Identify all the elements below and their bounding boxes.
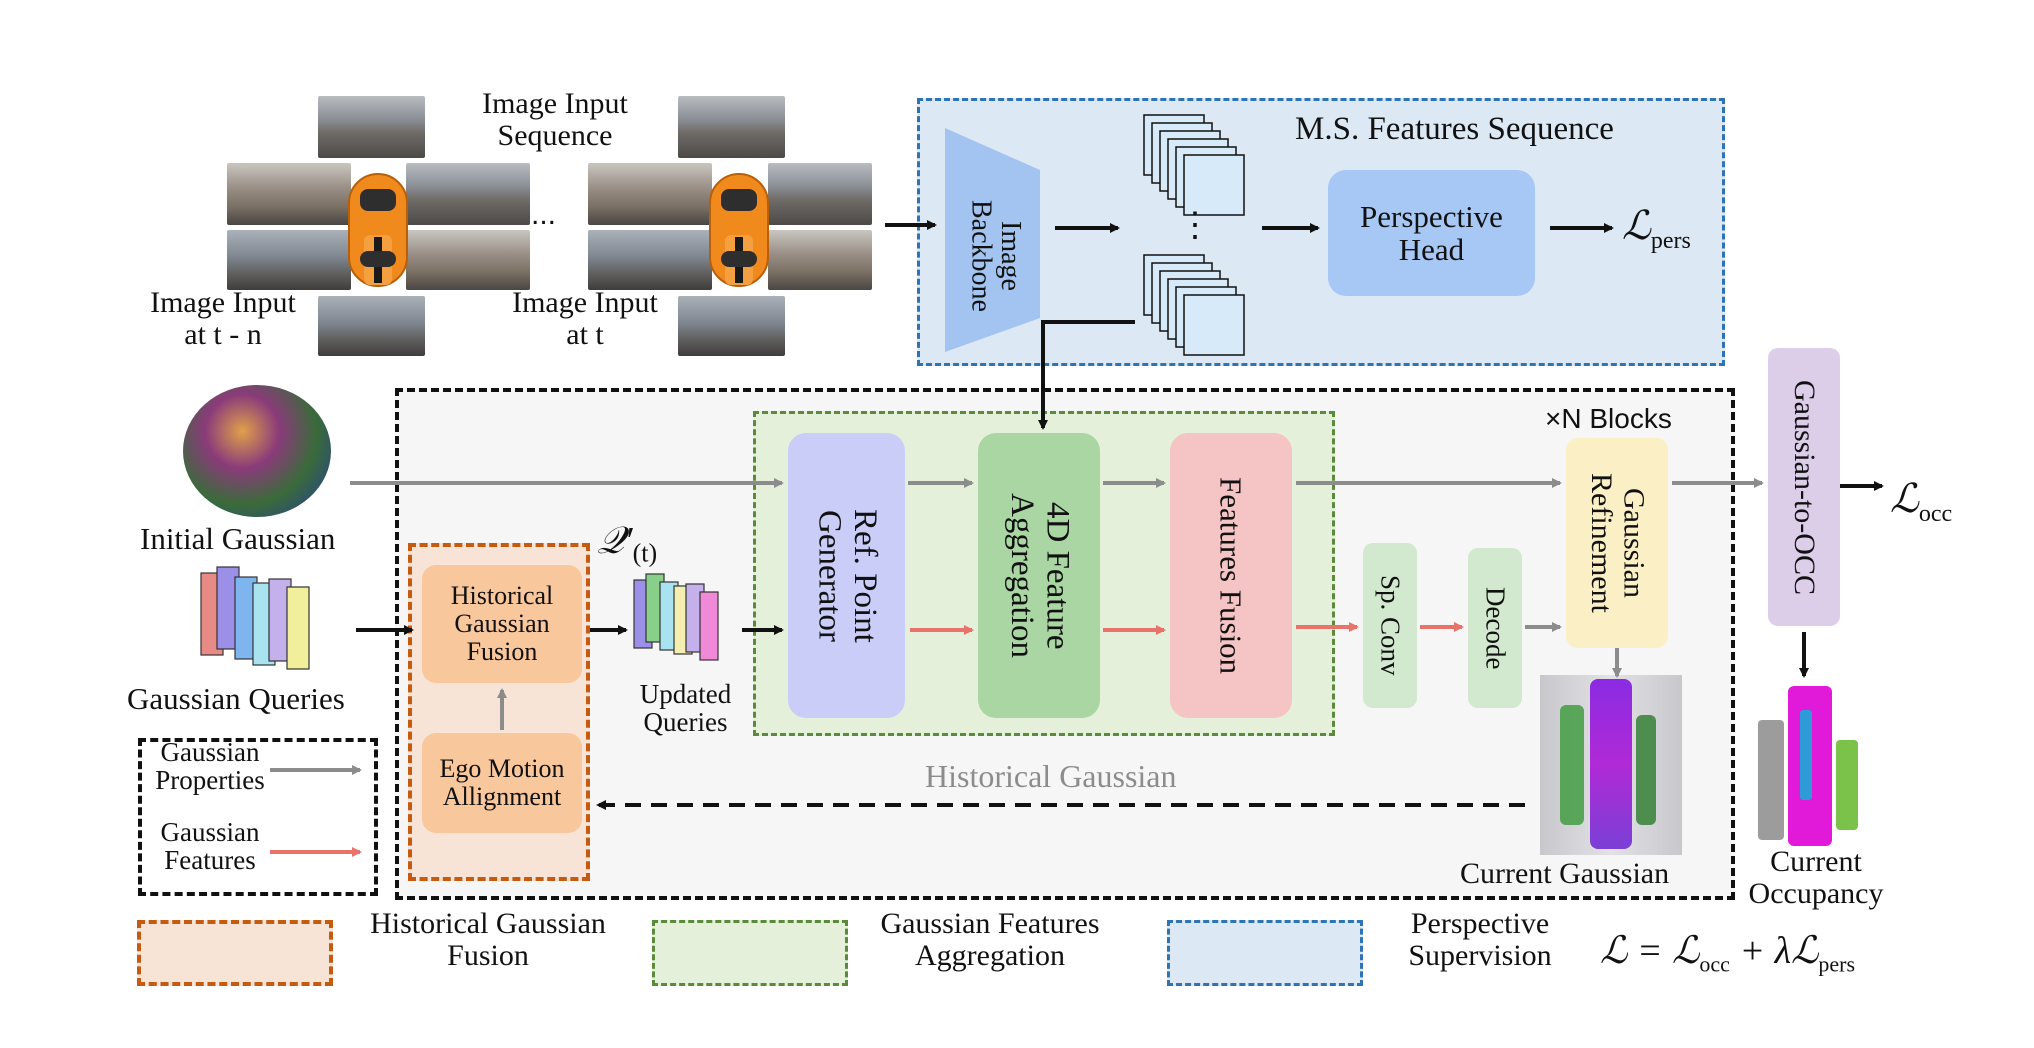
loss-occ-label: ℒocc (1890, 476, 1953, 527)
camera-front-left-t (588, 163, 712, 225)
gaussian-queries-label: Gaussian Queries (127, 681, 345, 716)
sequence-ellipsis: ... (531, 198, 557, 231)
decode-label: Decode (1480, 586, 1511, 670)
legend-features-label: Gaussian Features (160, 817, 260, 876)
image-backbone-shape (945, 128, 1040, 352)
feature-map-stack-bottom (1143, 254, 1245, 356)
ego-car-icon (348, 173, 408, 287)
current-occupancy-label: Current Occupancy (1748, 845, 1884, 910)
loss-pers-label: ℒpers (1622, 203, 1691, 254)
feature-map-stack-top (1143, 114, 1245, 216)
arrow-legend-box (138, 738, 378, 896)
gaussian-to-occ-box: Gaussian-to-OCC (1768, 348, 1840, 626)
loss-equation: ℒ = ℒocc + λℒpers (1600, 930, 1856, 977)
current-gaussian-label: Current Gaussian (1460, 857, 1670, 890)
feature-aggregation-box: 4D Feature Aggregation (978, 433, 1100, 718)
decode-box: Decode (1468, 548, 1522, 708)
query-label: 𝒬′(t) (597, 520, 658, 568)
updated-queries-label: Updated Queries (639, 679, 732, 738)
sp-conv-box: Sp. Conv (1363, 543, 1417, 708)
current-gaussian-render (1540, 675, 1682, 855)
gaussian-refinement-label: Gaussian Refinement (1585, 473, 1651, 613)
camera-back-right-t (768, 230, 872, 290)
camera-front-left-tn (227, 163, 351, 225)
camera-back-left-t (588, 230, 712, 290)
legend-gfa-label: Gaussian Features Aggregation (880, 907, 1100, 972)
camera-front-right-tn (406, 163, 530, 225)
ms-features-title: M.S. Features Sequence (1295, 111, 1614, 147)
camera-back-right-tn (406, 230, 530, 290)
sp-conv-label: Sp. Conv (1375, 575, 1406, 676)
current-occupancy-render (1752, 680, 1872, 850)
historical-gaussian-fusion-box: Historical Gaussian Fusion (422, 565, 582, 683)
legend-properties-label: Gaussian Properties (155, 737, 265, 796)
ego-car-icon (709, 173, 769, 287)
n-blocks-label: ×N Blocks (1545, 403, 1672, 434)
feature-map-vdots: ⋮ (1178, 207, 1212, 244)
perspective-head-box: Perspective Head (1328, 170, 1535, 296)
legend-gfa-swatch (652, 920, 848, 986)
historical-gaussian-label: Historical Gaussian (925, 758, 1177, 794)
legend-ps-label: Perspective Supervision (1408, 907, 1552, 972)
feature-aggregation-label: 4D Feature Aggregation (1004, 493, 1076, 658)
camera-front-t (678, 96, 785, 158)
legend-ps-swatch (1167, 920, 1363, 986)
image-backbone-label: Image Backbone (965, 200, 1026, 312)
gaussian-refinement-box: Gaussian Refinement (1566, 438, 1668, 648)
ref-point-generator-box: Ref. Point Generator (788, 433, 905, 718)
camera-back-tn (318, 296, 425, 356)
camera-front-right-t (768, 163, 872, 225)
camera-front-tn (318, 96, 425, 158)
updated-queries-icon (633, 573, 719, 661)
image-input-tn-label: Image Input at t - n (150, 286, 296, 351)
image-input-t-label: Image Input at t (512, 286, 658, 351)
camera-back-t (678, 296, 785, 356)
initial-gaussian-blob (183, 385, 331, 517)
features-fusion-box: Features Fusion (1170, 433, 1292, 718)
legend-hgf-swatch (137, 920, 333, 986)
gaussian-to-occ-label: Gaussian-to-OCC (1788, 379, 1822, 595)
initial-gaussian-label: Initial Gaussian (140, 521, 336, 556)
image-input-sequence-label: Image Input Sequence (482, 87, 628, 152)
features-fusion-label: Features Fusion (1213, 476, 1249, 675)
camera-back-left-tn (227, 230, 351, 290)
gaussian-queries-icon (200, 566, 310, 670)
ref-point-generator-label: Ref. Point Generator (811, 508, 884, 643)
legend-hgf-label: Historical Gaussian Fusion (370, 907, 606, 972)
ego-motion-alignment-box: Ego Motion Allignment (422, 733, 582, 833)
